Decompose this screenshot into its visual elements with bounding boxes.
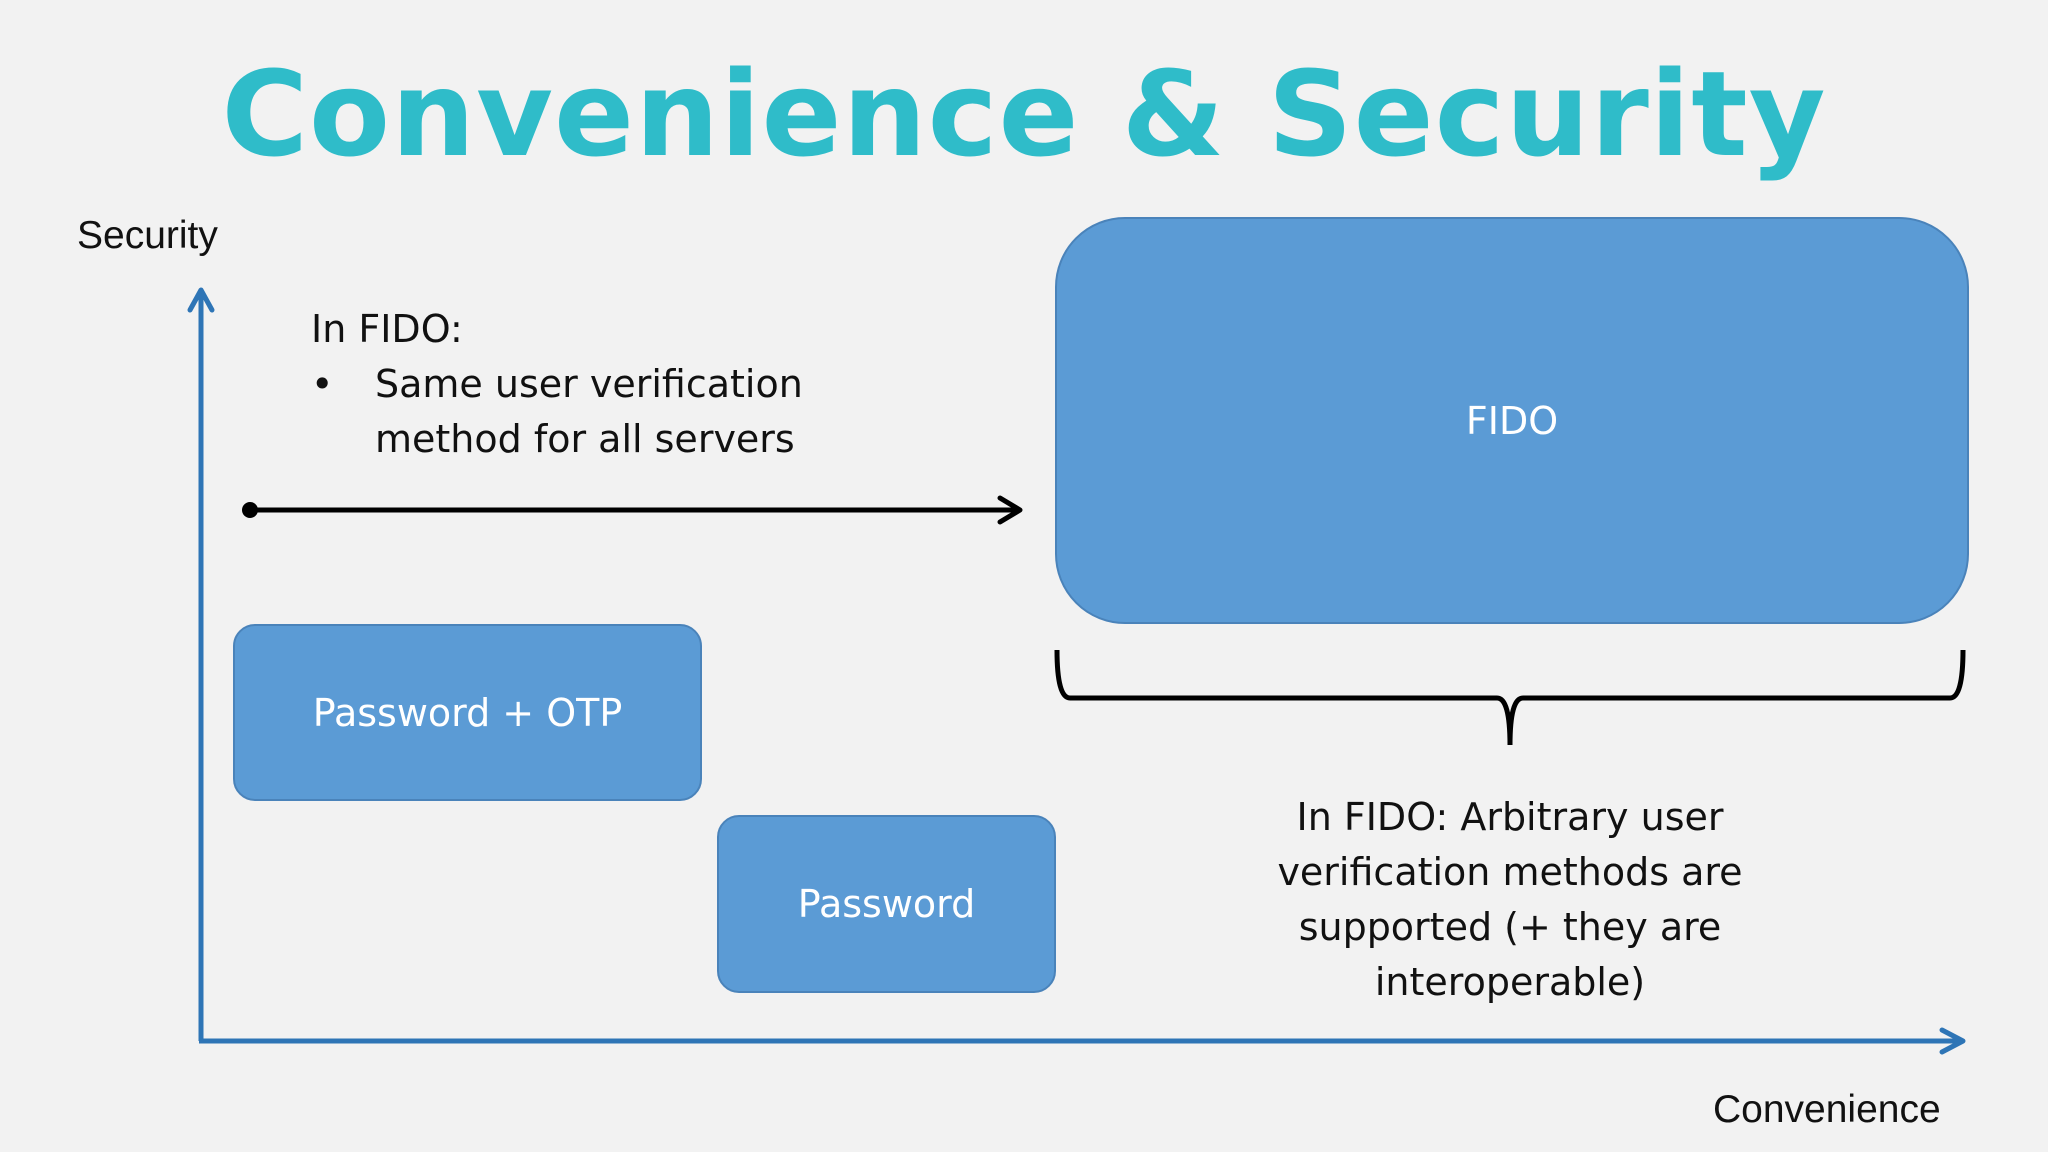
curly-brace	[1054, 649, 1966, 746]
note-line-1: Same user verification	[375, 362, 803, 406]
arbitrary-line-1: In FIDO: Arbitrary user	[1296, 795, 1724, 839]
x-axis-label: Convenience	[1713, 1088, 1941, 1131]
black-arrowhead	[997, 495, 1023, 525]
arbitrary-methods-note: In FIDO: Arbitrary user verification met…	[1230, 790, 1790, 1010]
fido-label: FIDO	[1465, 398, 1559, 443]
note-heading: In FIDO:	[311, 307, 463, 351]
x-axis-arrowhead	[1939, 1027, 1966, 1055]
password-otp-label: Password + OTP	[312, 690, 623, 735]
fido-box: FIDO	[1055, 217, 1969, 624]
same-method-note: In FIDO: • Same user verification method…	[311, 302, 803, 467]
bullet-marker: •	[311, 362, 334, 406]
note-line-2: method for all servers	[375, 417, 795, 461]
password-box: Password	[717, 815, 1056, 993]
password-label: Password	[797, 882, 976, 926]
arbitrary-line-3: supported (+ they are	[1298, 905, 1722, 949]
arbitrary-line-4: interoperable)	[1374, 960, 1646, 1004]
slide-title: Convenience & Security	[221, 45, 1827, 183]
y-axis-label: Security	[77, 214, 218, 257]
arbitrary-line-2: verification methods are	[1277, 850, 1743, 894]
y-axis-arrowhead	[187, 287, 215, 313]
password-otp-box: Password + OTP	[233, 624, 702, 801]
